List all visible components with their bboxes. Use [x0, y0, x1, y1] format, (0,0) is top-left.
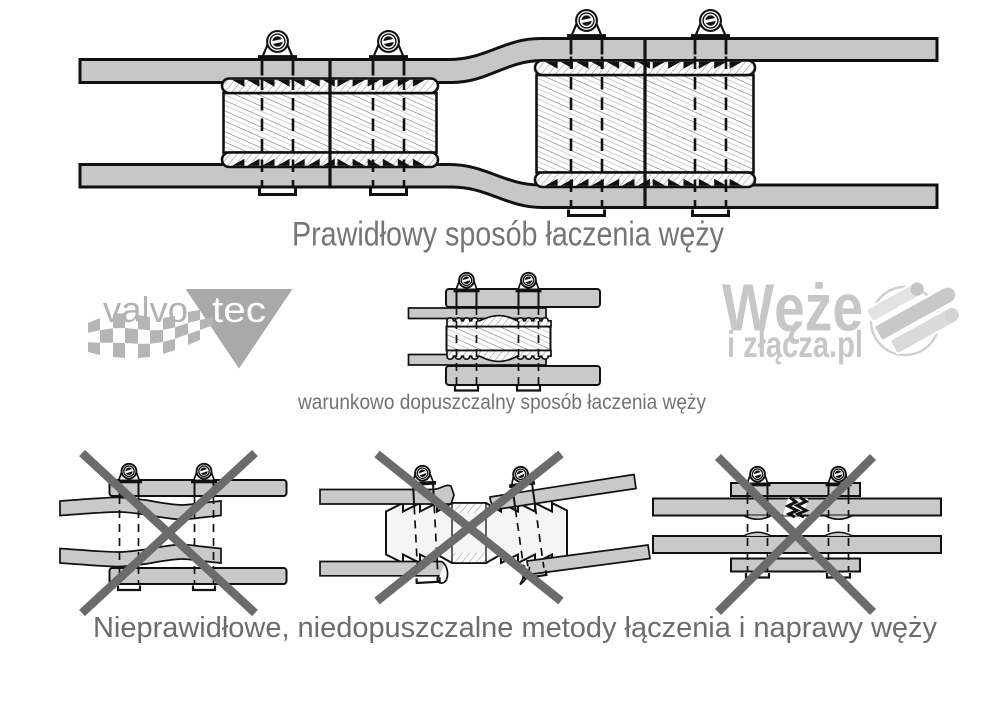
- svg-text:Węże: Węże: [722, 271, 863, 346]
- svg-text:tec: tec: [212, 289, 266, 330]
- svg-text:warunkowo dopuszczalny sposób: warunkowo dopuszczalny sposób łaczenia w…: [297, 391, 706, 414]
- svg-text:Prawidłowy sposób łaczenia węż: Prawidłowy sposób łaczenia węży: [292, 216, 724, 254]
- svg-text:Nieprawidłowe, niedopuszczalne: Nieprawidłowe, niedopuszczalne metody łą…: [93, 612, 937, 644]
- svg-text:i złącza.pl: i złącza.pl: [727, 324, 863, 365]
